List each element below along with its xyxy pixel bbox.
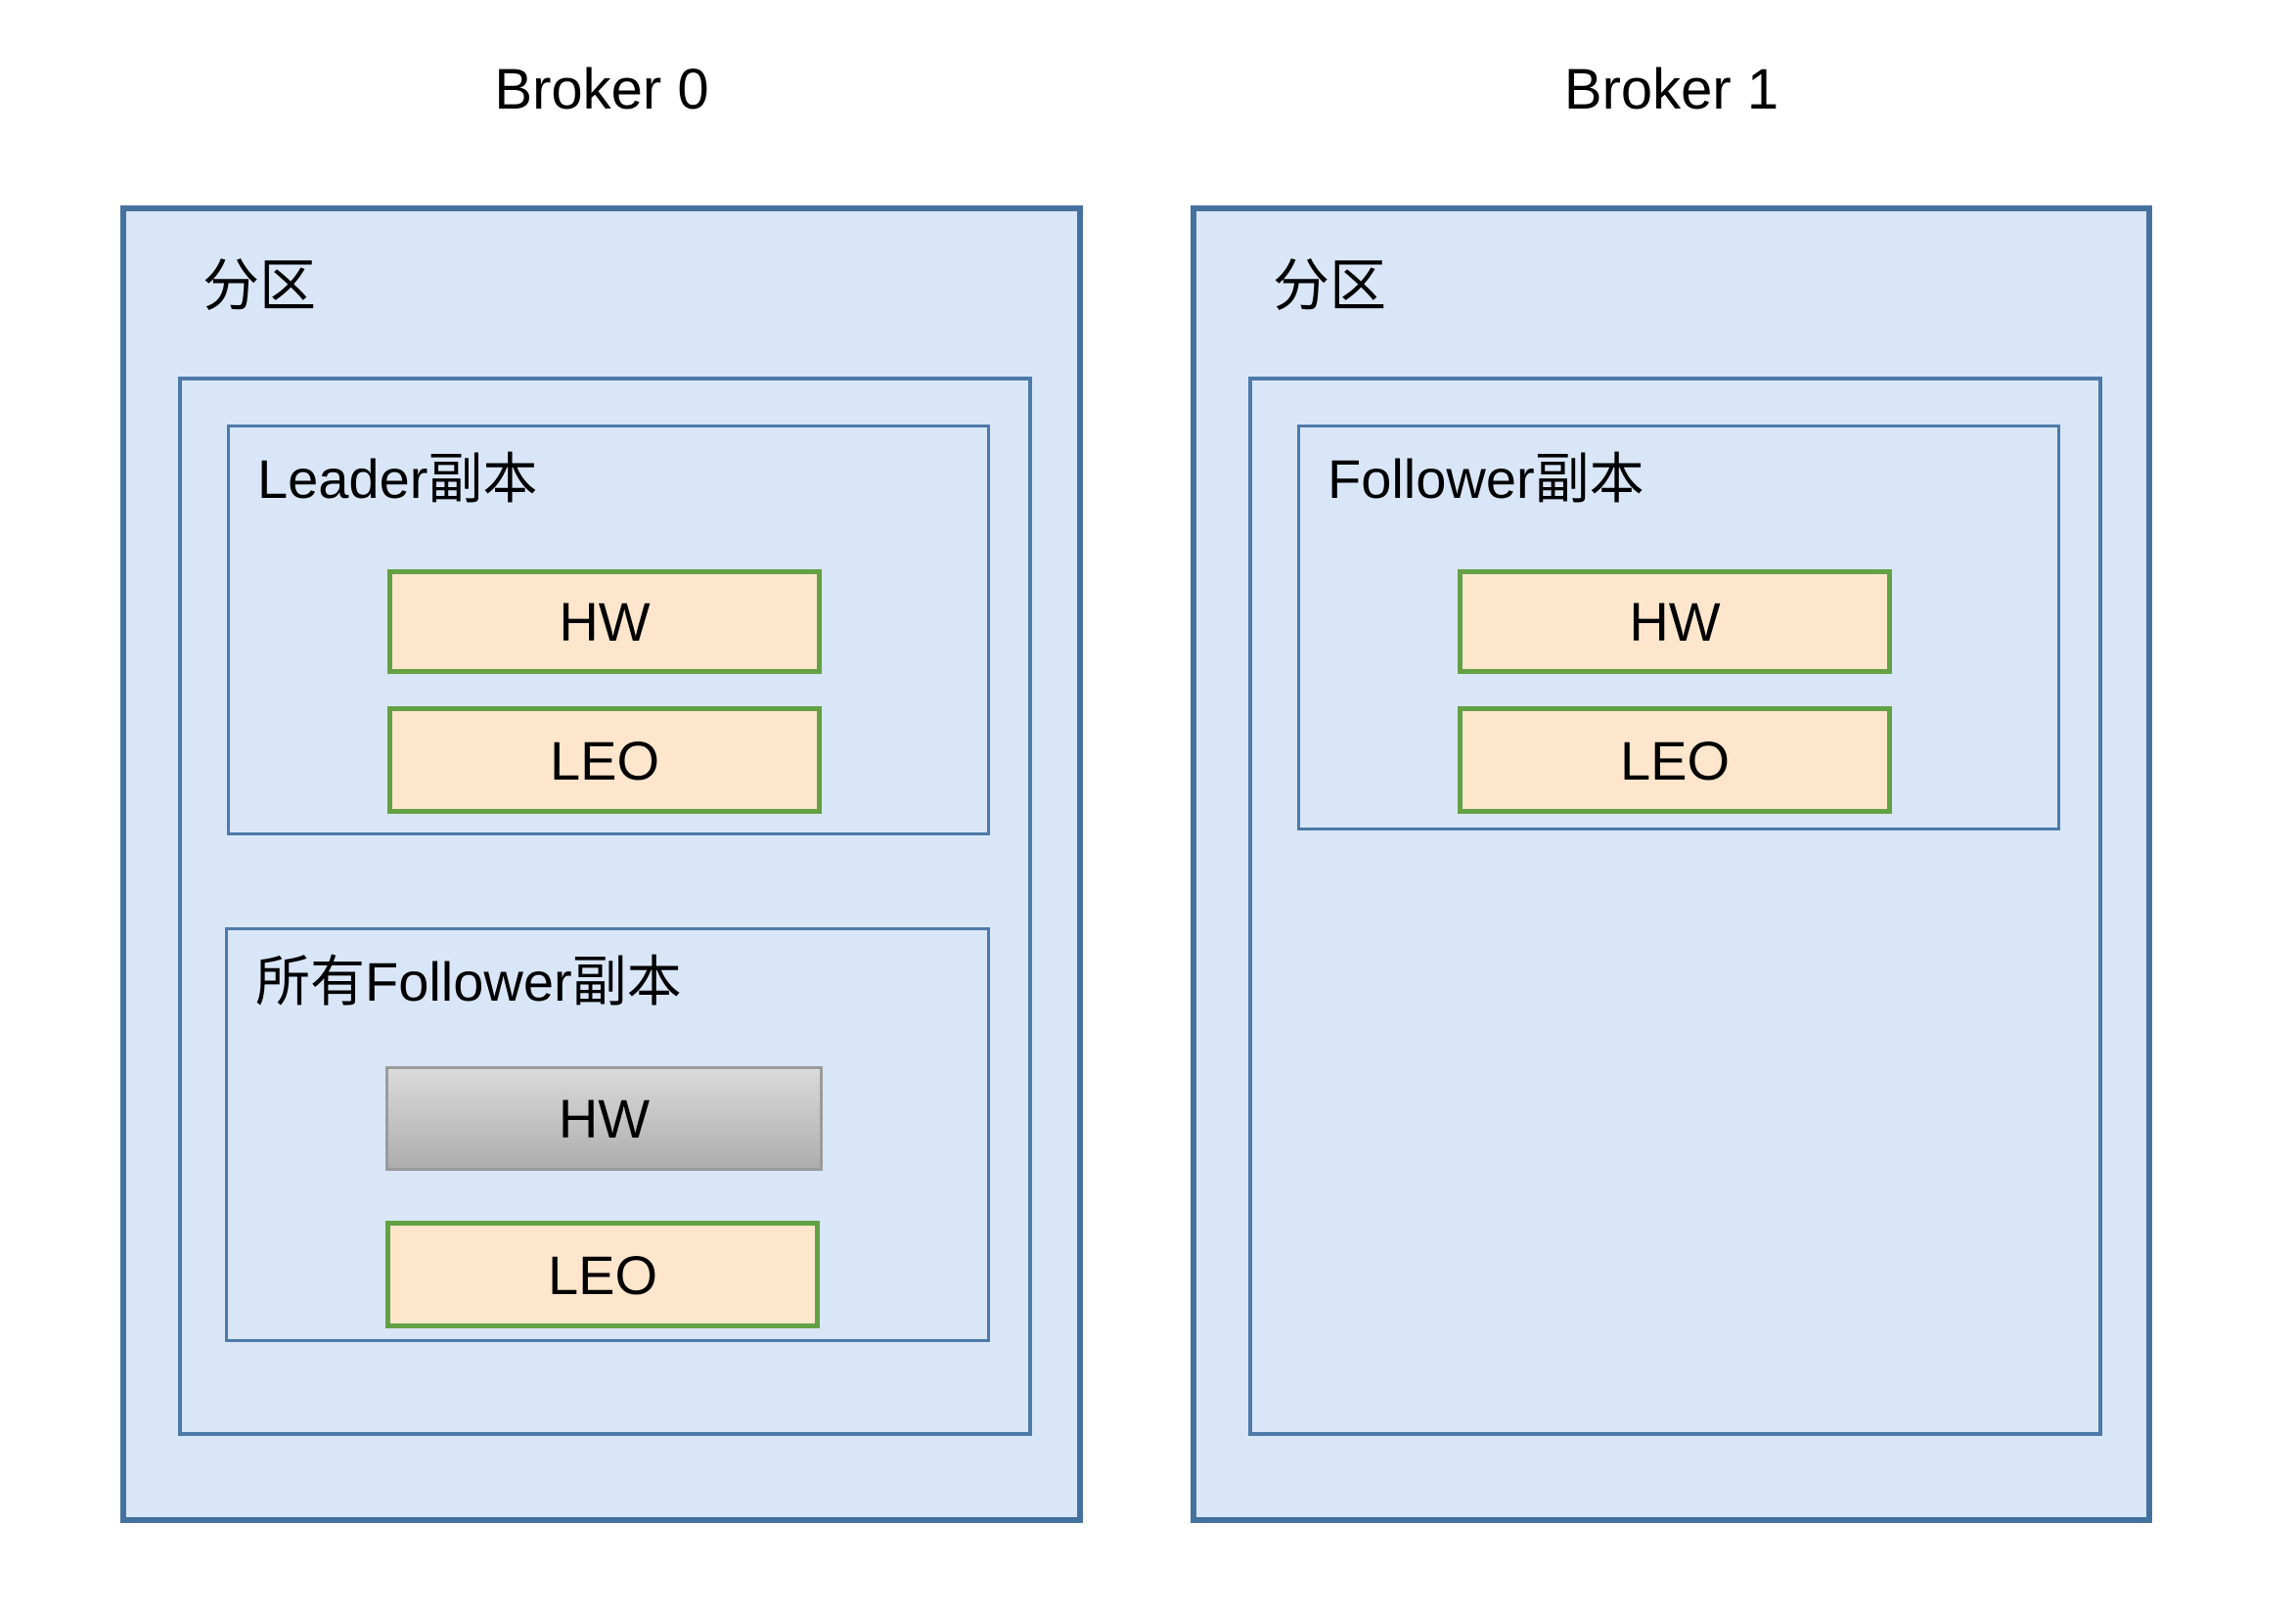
broker0-all-followers-box: 所有Follower副本 HW LEO (225, 927, 990, 1342)
broker0-title: Broker 0 (494, 58, 709, 121)
broker1-follower-replica-box: Follower副本 HW LEO (1297, 425, 2060, 830)
broker0-partition-label: 分区 (203, 254, 317, 318)
broker1-box: 分区 Follower副本 HW LEO (1191, 205, 2152, 1523)
broker1-partition-box: Follower副本 HW LEO (1248, 377, 2102, 1436)
broker0-leader-replica-box: Leader副本 HW LEO (227, 425, 990, 835)
all-followers-leo-marker: LEO (385, 1221, 820, 1328)
broker1-partition-label: 分区 (1273, 254, 1387, 318)
broker0-box: 分区 Leader副本 HW LEO 所有Follower副本 HW LEO (120, 205, 1083, 1523)
follower-leo-marker: LEO (1458, 706, 1892, 814)
broker0-partition-box: Leader副本 HW LEO 所有Follower副本 HW LEO (178, 377, 1032, 1436)
all-followers-hw-marker: HW (385, 1066, 823, 1171)
follower-replica-label: Follower副本 (1328, 448, 1644, 510)
follower-hw-marker: HW (1458, 569, 1892, 674)
leader-replica-label: Leader副本 (257, 448, 538, 510)
leader-hw-marker: HW (387, 569, 822, 674)
all-followers-label: 所有Follower副本 (255, 951, 682, 1012)
broker1-title: Broker 1 (1563, 58, 1779, 121)
leader-leo-marker: LEO (387, 706, 822, 814)
